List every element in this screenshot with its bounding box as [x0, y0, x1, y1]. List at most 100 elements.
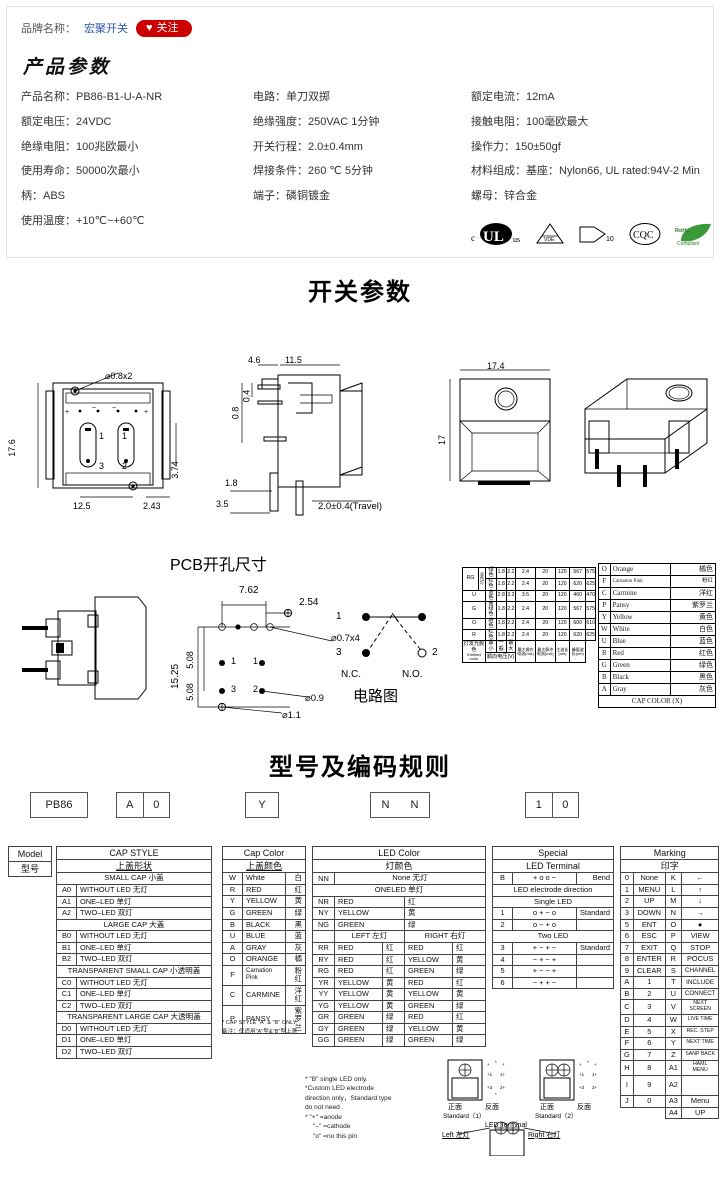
led-code: R	[462, 628, 486, 642]
terminal-front-2: 正面	[540, 1103, 554, 1111]
mark-left-code: C	[620, 999, 634, 1016]
side-view-drawing	[230, 364, 372, 516]
capstyle-code: D1	[56, 1034, 77, 1047]
code-box-cap-style[interactable]: A 0	[116, 791, 170, 818]
ledcolor-left-en: GREEN	[334, 1034, 383, 1047]
ledcolor-left-cn: 绿	[382, 1022, 405, 1036]
circuit-pin-2: 2	[432, 646, 438, 658]
led-ip: 120	[554, 628, 571, 642]
led-color-cn: 绿色	[485, 566, 497, 580]
table-row: LARGE CAP 大盖	[56, 918, 212, 932]
capcolor-code: R	[222, 883, 243, 897]
code-box-cap-color[interactable]: Y	[245, 791, 279, 818]
svg-text:+: +	[502, 1062, 505, 1067]
code-capcolor-value: Y	[258, 798, 266, 811]
ledcolor-right-en: RED	[404, 942, 453, 955]
ledcolor-blank	[312, 930, 335, 944]
spec-rated-current: 额定电流：12mA	[471, 91, 555, 103]
table-row: Two LED	[492, 930, 614, 944]
led-spec-row: 红色 1.8 2.2 2.4 20 120 620 625	[463, 578, 596, 591]
spec-product-name: 产品名称：PB86-B1-U-A-NR	[21, 91, 163, 103]
cc-cn: 白色	[670, 622, 716, 636]
special-code: 5	[492, 965, 513, 978]
led-pk: 625	[585, 578, 596, 591]
terminal-back-1: 反面	[485, 1103, 499, 1111]
led-wl: 567	[569, 600, 587, 619]
dim-pcb-hole11: ⌀1.1	[282, 709, 301, 721]
capcolor-code: O	[222, 953, 243, 966]
spec-nut: 螺母：锌合金	[471, 190, 537, 202]
led-ip: 120	[554, 566, 571, 580]
marking-cn: 印字	[619, 859, 720, 874]
capcolor-code: A	[222, 941, 243, 955]
capstyle-desc: ONE–LED 单灯	[76, 941, 212, 955]
ledcolor-right-cn: 绿	[452, 965, 486, 978]
dim-side-08: 0.8	[230, 406, 241, 420]
mark-left-label: 7	[632, 1048, 666, 1062]
capstyle-desc: ONE–LED 单灯	[76, 1034, 212, 1047]
mark-right-label: LIVE TIME	[680, 1014, 720, 1027]
led-pk: 625	[585, 628, 596, 642]
table-row: TRANSPARENT LARGE CAP 大透明盖	[56, 1011, 212, 1024]
mark-left-label: 1	[632, 976, 666, 989]
led-spec-row: U 蓝色 2.8 3.2 3.5 20 120 460 470	[462, 589, 596, 602]
led-footer-wl: 主波长(nm)	[554, 640, 571, 663]
mark-right-label: HAML MENU	[680, 1060, 720, 1077]
capcolor-en-name: GREEN	[241, 907, 287, 920]
capcolor-cn-name: 黄	[285, 895, 306, 908]
capstyle-code: C2	[56, 999, 77, 1013]
brand-name-link[interactable]: 宏聚开关	[84, 23, 128, 35]
capstyle-desc: WITHOUT LED 无灯	[76, 1022, 212, 1036]
cc-key: A	[598, 682, 611, 696]
spec-insulation-resistance: 绝缘电阻：100兆欧最小	[21, 140, 139, 153]
mark-right-code: P	[664, 930, 682, 943]
capcolor-cn-name: 橘	[285, 953, 306, 966]
follow-label: 关注	[156, 21, 179, 34]
led-footer-emitted-en: Emitted color	[467, 651, 481, 661]
spec-contact-resistance: 接触电阻：100毫欧最大	[471, 115, 589, 128]
code-box-led-color[interactable]: N N	[370, 791, 430, 818]
mark-right-code: W	[664, 1014, 682, 1027]
code-model-value: PB86	[45, 798, 73, 811]
mark-right-label: CONNECT	[680, 987, 720, 1001]
terminal-caption: LED Terminal	[485, 1121, 527, 1129]
code-box-model[interactable]: PB86	[30, 791, 88, 818]
led-if: 20	[534, 589, 556, 602]
ledcolor-left-head: LEFT 左灯	[334, 930, 405, 944]
special-single-title: Single LED	[492, 895, 614, 909]
page-title: 产品参数	[23, 56, 112, 78]
capstyle-desc: TWO–LED 双灯	[76, 1046, 212, 1059]
circuit-title: 电路图	[353, 687, 399, 705]
follow-button[interactable]: ♥ 关注	[136, 19, 192, 37]
mark-right-label: SANP BACK	[680, 1048, 720, 1062]
svg-text:+: +	[487, 1062, 490, 1067]
code-box-marking[interactable]: 1 0	[525, 791, 579, 818]
cc-en: Carnation Pink	[609, 574, 672, 588]
circuit-nc-label: N.C.	[341, 668, 361, 680]
ledcolor-left-en: RED	[334, 965, 383, 978]
led-color-cn: 红色	[485, 628, 497, 642]
dim-pcb-1525: 15.25	[170, 663, 182, 689]
capcolor-cn-name: 洋红	[285, 984, 306, 1006]
mark-right-code: A2	[664, 1075, 682, 1097]
capcolor-cn-name: 白	[285, 872, 306, 885]
capstyle-desc: TWO–LED 双灯	[76, 953, 212, 966]
ledcolor-left-en: YELLOW	[334, 999, 383, 1013]
svg-text:1+: 1+	[500, 1072, 506, 1077]
ledcolor-none-label: None 无灯	[334, 872, 486, 886]
ledcolor-left-cn: 绿	[382, 1011, 405, 1024]
mark-left-label: 9	[632, 1075, 666, 1097]
spec-handle: 柄：ABS	[21, 190, 66, 202]
circuit-pin-1: 1	[336, 610, 342, 622]
